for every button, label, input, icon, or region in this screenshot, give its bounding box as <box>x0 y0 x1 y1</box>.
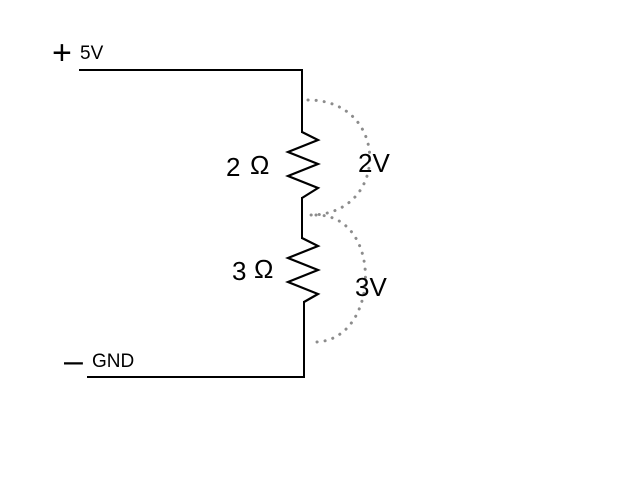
resistor-2-value: 3 <box>232 256 246 286</box>
positive-supply-label: 5V <box>80 43 104 64</box>
voltage-drop-1: 2V <box>358 148 390 178</box>
wires <box>79 69 305 378</box>
voltage-arc-2 <box>310 213 367 344</box>
resistor-1-value: 2 <box>226 152 240 182</box>
bottom-wire <box>87 301 305 378</box>
top-wire <box>79 69 303 133</box>
voltage-drop-2: 3V <box>355 272 387 302</box>
resistor-1-label: 2 Ω <box>226 150 269 182</box>
resistor-2-label: 3 Ω <box>232 254 273 286</box>
positive-sign: + <box>52 34 72 72</box>
negative-sign: – <box>64 342 83 380</box>
resistor-1-symbol <box>285 131 321 199</box>
resistor-2-unit: Ω <box>254 254 273 284</box>
ground-label: GND <box>92 351 134 372</box>
resistor-2-symbol <box>285 237 321 303</box>
resistor-1-unit: Ω <box>250 150 269 180</box>
